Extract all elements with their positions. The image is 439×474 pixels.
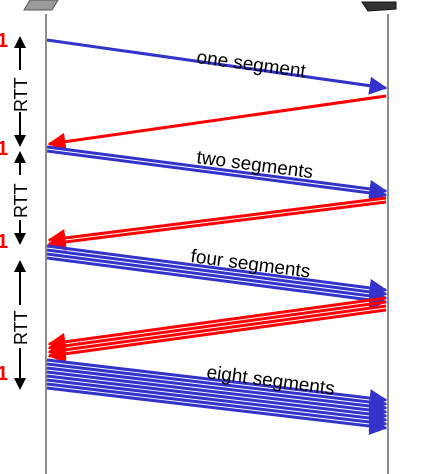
- ack-arrow: [47, 296, 387, 351]
- segment-arrow: [46, 252, 388, 305]
- round-marker: 1: [0, 30, 8, 52]
- segment-arrow: [46, 248, 388, 301]
- ack-arrow: [47, 304, 387, 359]
- segment-arrow: [46, 362, 388, 412]
- segment-arrow: [46, 149, 388, 202]
- segment-arrow: [46, 244, 388, 297]
- round-marker: 1: [0, 231, 8, 253]
- segment-arrow: [46, 370, 388, 420]
- segment-arrow: [46, 366, 388, 416]
- rtt-label: RTT: [11, 310, 31, 345]
- rtt-label: RTT: [11, 183, 31, 218]
- segment-arrow: [46, 256, 388, 309]
- computer-icon: [23, 0, 59, 11]
- segment-arrow: [46, 378, 388, 428]
- segment-arrow: [46, 145, 388, 198]
- rtt-label: RTT: [11, 77, 31, 112]
- rtt-indicator-3: RTT: [11, 260, 31, 390]
- round-marker: 1: [0, 363, 8, 385]
- segment-arrow: [46, 38, 388, 95]
- arrow-layer: [46, 38, 388, 436]
- segment-arrow: [46, 386, 388, 436]
- round-label-one-segment: one segment: [195, 47, 307, 82]
- ack-arrow: [47, 200, 387, 251]
- segment-arrow: [46, 382, 388, 432]
- segment-arrow: [46, 374, 388, 424]
- segment-arrow: [46, 358, 388, 408]
- ack-arrow: [47, 196, 387, 247]
- ack-arrow: [47, 94, 387, 151]
- rtt-indicator-1: RTT: [11, 36, 31, 147]
- server-icon: [361, 1, 397, 12]
- ack-arrow: [47, 308, 387, 363]
- rtt-indicator-2: RTT: [11, 151, 31, 245]
- ack-arrow: [47, 300, 387, 355]
- round-marker: 1: [0, 138, 8, 160]
